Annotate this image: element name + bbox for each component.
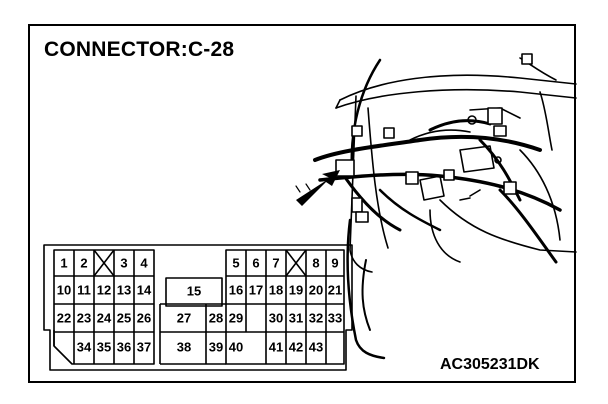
pin-label: 25 xyxy=(117,310,131,325)
connector-title: CONNECTOR:C-28 xyxy=(44,38,235,61)
pin-label: 17 xyxy=(249,282,263,297)
pin-label: 18 xyxy=(269,282,283,297)
pin-label: 5 xyxy=(232,255,239,270)
pin-label: 37 xyxy=(137,339,151,354)
pin-label: 11 xyxy=(77,282,91,297)
pin-label: 31 xyxy=(289,310,303,325)
pin-label: 20 xyxy=(309,282,323,297)
pin-label: 38 xyxy=(177,339,191,354)
pin-label: 4 xyxy=(140,255,148,270)
pin-label: 7 xyxy=(272,255,279,270)
pin-label: 24 xyxy=(97,310,112,325)
pin-label: 15 xyxy=(187,283,201,298)
pin-label: 16 xyxy=(229,282,243,297)
pin-label: 9 xyxy=(331,255,338,270)
pin-label: 8 xyxy=(312,255,319,270)
pin-label: 6 xyxy=(252,255,259,270)
pin-label: 26 xyxy=(137,310,151,325)
pin-label: 40 xyxy=(229,339,243,354)
pin-label: 39 xyxy=(209,339,223,354)
pin-label: 1 xyxy=(60,255,67,270)
pin-label: 13 xyxy=(117,282,131,297)
pin-label: 33 xyxy=(328,310,342,325)
pin-label: 30 xyxy=(269,310,283,325)
diagram-code: AC305231DK xyxy=(440,356,540,373)
pin-label: 23 xyxy=(77,310,91,325)
pin-label: 21 xyxy=(328,282,342,297)
pin-label: 12 xyxy=(97,282,111,297)
pin-label: 41 xyxy=(269,339,283,354)
pin-label: 2 xyxy=(80,255,87,270)
pin-label: 3 xyxy=(120,255,127,270)
pin-label: 28 xyxy=(209,310,223,325)
pin-label: 36 xyxy=(117,339,131,354)
pin-label: 43 xyxy=(309,339,323,354)
pin-label: 42 xyxy=(289,339,303,354)
pin-label: 27 xyxy=(177,310,191,325)
pin-label: 19 xyxy=(289,282,303,297)
pin-label: 35 xyxy=(97,339,111,354)
pin-label: 32 xyxy=(309,310,323,325)
pin-label: 10 xyxy=(57,282,71,297)
pin-label: 29 xyxy=(229,310,243,325)
pin-label: 22 xyxy=(57,310,71,325)
pin-label: 34 xyxy=(77,339,92,354)
pin-label: 14 xyxy=(137,282,152,297)
pointer-arrow xyxy=(296,170,340,206)
